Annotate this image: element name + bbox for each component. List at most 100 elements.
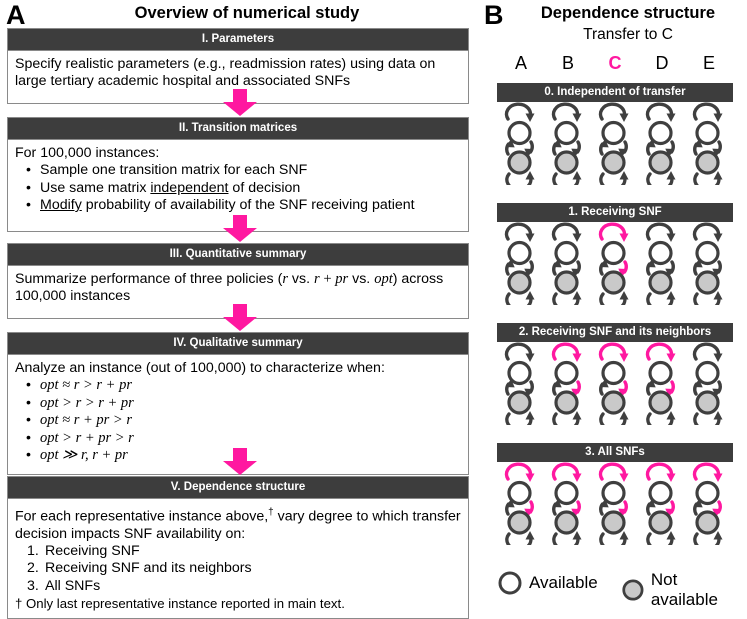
snf-column-c	[591, 462, 637, 552]
snf-state-graph	[598, 222, 629, 312]
dependence-block-0-header: 0. Independent of transfer	[497, 83, 733, 102]
transition-to-unavailable-arrow	[524, 260, 534, 277]
flow-arrow-1	[0, 89, 480, 117]
transition-to-unavailable-arrow	[524, 500, 534, 517]
snf-column-e	[685, 342, 731, 432]
step-2-bullet-1: Use same matrix independent of decision	[40, 179, 301, 196]
panel-b-title: Dependence structure	[540, 4, 716, 22]
snf-column-c	[591, 222, 637, 312]
node-available	[507, 120, 532, 146]
bullet-glyph: •	[26, 179, 31, 196]
legend-label: Available	[529, 573, 598, 592]
snf-state-graph	[692, 222, 723, 312]
step-5-footnote: † Only last representative instance repo…	[15, 596, 345, 612]
node-available	[695, 120, 720, 146]
step-5-numbered-list: 1.Receiving SNF 2.Receiving SNF and its …	[15, 543, 461, 596]
step-4-bullet-list: •opt ≈ r > r + pr •opt > r > r + pr •opt…	[15, 377, 461, 465]
node-available	[554, 240, 579, 266]
self-loop-available-arrow	[692, 342, 723, 362]
node-available	[507, 240, 532, 266]
list-item: 3.All SNFs	[15, 578, 461, 596]
step-3-header: III. Quantitative summary	[8, 244, 468, 266]
node-not-available	[554, 150, 579, 175]
node-not-available	[554, 390, 579, 415]
transition-to-available-arrow	[646, 139, 656, 156]
transition-to-unavailable-arrow	[712, 260, 722, 277]
legend-item-available: Available	[497, 570, 598, 596]
self-loop-available-arrow	[598, 462, 629, 482]
step-4-bullet-1: opt > r > r + pr	[40, 394, 134, 411]
list-number: 3.	[27, 577, 39, 594]
snf-column-b	[544, 102, 590, 192]
transition-to-available-arrow	[599, 259, 609, 276]
transition-to-unavailable-arrow	[618, 500, 628, 517]
transition-to-available-arrow	[552, 499, 562, 516]
transition-to-available-arrow	[599, 139, 609, 156]
snf-column-a	[497, 342, 543, 432]
self-loop-available-arrow	[551, 222, 582, 242]
self-loop-available-arrow	[692, 462, 723, 482]
bullet-glyph: •	[26, 377, 31, 393]
node-not-available	[507, 270, 532, 295]
snf-column-e	[685, 462, 731, 552]
transition-to-available-arrow	[505, 259, 515, 276]
snf-state-graph	[504, 342, 535, 432]
bullet-glyph: •	[26, 429, 31, 446]
dependence-block-1: 1. Receiving SNF	[497, 203, 733, 312]
step-1-body: Specify realistic parameters (e.g., read…	[15, 56, 436, 89]
panel-a: A Overview of numerical study I. Paramet…	[0, 2, 480, 619]
self-loop-available-arrow	[692, 102, 723, 122]
transition-to-unavailable-arrow	[712, 140, 722, 157]
snf-column-b	[544, 462, 590, 552]
step-2-bullet-list: • Sample one transition matrix for each S…	[15, 162, 461, 215]
transition-to-unavailable-arrow	[571, 500, 581, 517]
not-available-circle	[622, 579, 644, 601]
snf-state-graph	[645, 462, 676, 552]
snf-column-a	[497, 222, 543, 312]
node-available	[648, 480, 673, 506]
step-4-body: Analyze an instance (out of 100,000) to …	[8, 355, 468, 474]
transition-to-available-arrow	[552, 259, 562, 276]
column-label-c: C	[608, 53, 622, 73]
bullet-glyph: •	[26, 162, 31, 178]
snf-column-d	[638, 462, 684, 552]
dagger-marker: †	[268, 507, 274, 518]
math-r: r	[282, 271, 288, 287]
list-item: 2.Receiving SNF and its neighbors	[15, 560, 461, 578]
node-available	[554, 120, 579, 146]
step-2-bullet-0: Sample one transition matrix for each SN…	[40, 162, 308, 178]
node-available	[695, 240, 720, 266]
snf-column-d	[638, 222, 684, 312]
self-loop-available-arrow	[551, 102, 582, 122]
node-not-available	[601, 390, 626, 415]
snf-state-graph	[692, 102, 723, 192]
self-loop-available-arrow	[645, 342, 676, 362]
snf-state-graph	[645, 102, 676, 192]
self-loop-available-arrow	[504, 462, 535, 482]
panel-a-title: Overview of numerical study	[134, 4, 360, 22]
self-loop-available-arrow	[598, 222, 629, 242]
snf-column-c	[591, 102, 637, 192]
snf-column-a	[497, 462, 543, 552]
transition-to-unavailable-arrow	[665, 500, 675, 517]
list-item: •opt ≫ r, r + pr	[15, 447, 461, 465]
bullet-glyph: •	[26, 447, 31, 463]
list-number: 1.	[27, 542, 39, 559]
transition-to-unavailable-arrow	[571, 140, 581, 157]
self-loop-available-arrow	[551, 342, 582, 362]
panel-b-subtitle: Transfer to C	[583, 26, 673, 43]
math-r-pr: r + pr	[314, 271, 349, 287]
node-not-available	[554, 270, 579, 295]
snf-state-graph	[598, 102, 629, 192]
node-available	[507, 360, 532, 386]
transition-to-available-arrow	[552, 379, 562, 396]
snf-state-graph	[551, 342, 582, 432]
node-not-available	[601, 510, 626, 535]
transition-to-available-arrow	[505, 379, 515, 396]
step-4-header: IV. Qualitative summary	[8, 333, 468, 355]
step-5-header: V. Dependence structure	[8, 477, 468, 499]
step-box-1: I. Parameters Specify realistic paramete…	[7, 28, 469, 104]
